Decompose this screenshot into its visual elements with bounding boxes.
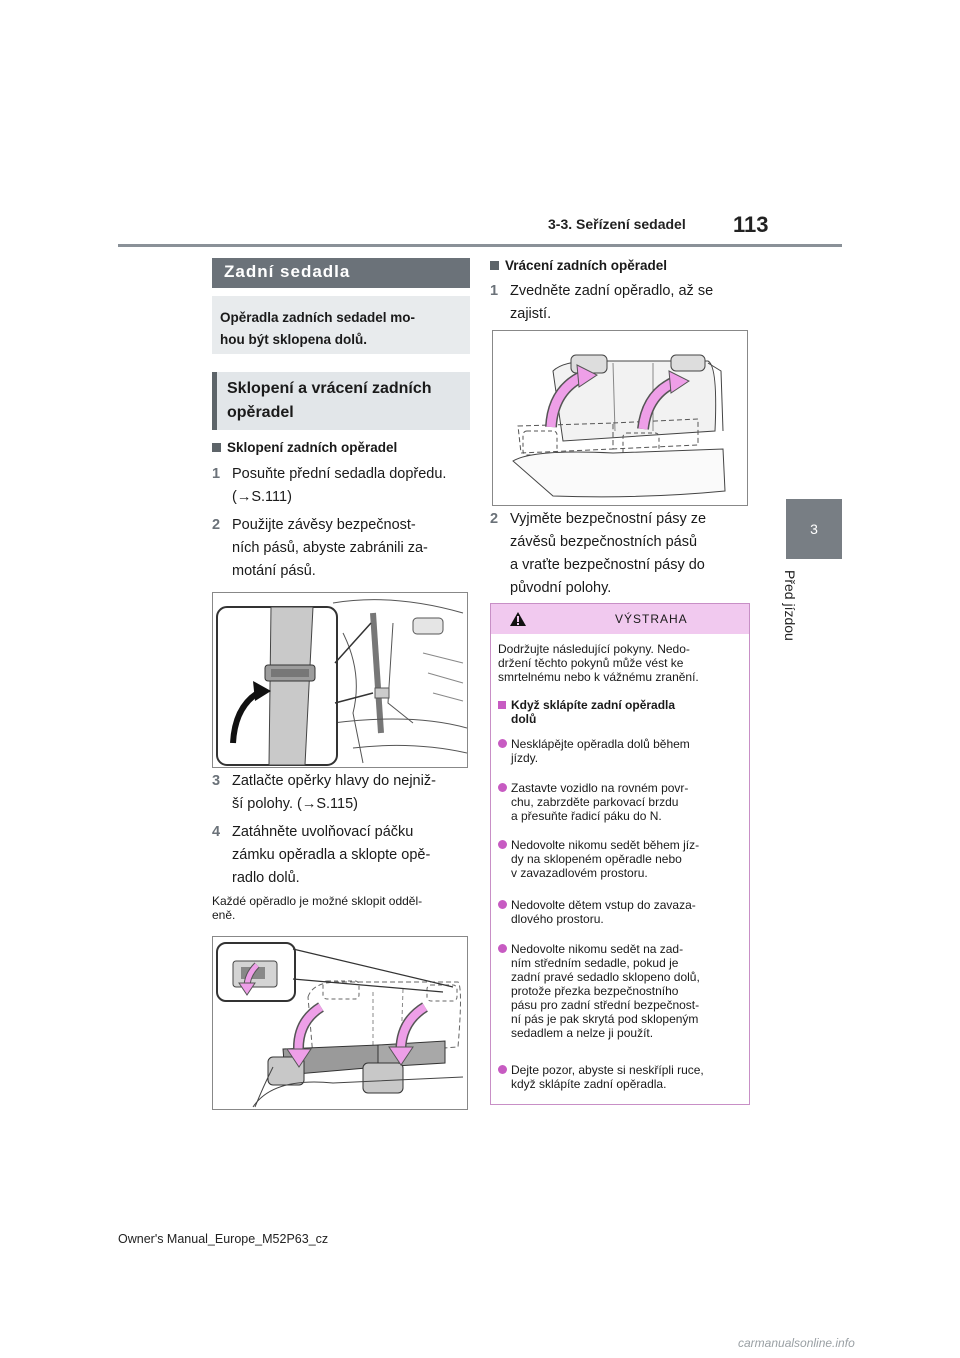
step-3: 3 Zatlačte opěrky hlavy do nejniž- ší po… bbox=[212, 773, 436, 812]
return-step-2: 2 Vyjměte bezpečnostní pásy ze závěsů be… bbox=[490, 511, 707, 596]
warning-bullet: Nedovolte dětem vstup do zavaza- dlového… bbox=[498, 898, 738, 926]
chapter-tab: 3 bbox=[786, 499, 842, 559]
warning-bullet: Dejte pozor, abyste si neskřípli ruce, k… bbox=[498, 1063, 738, 1091]
warning-bullet: Nesklápějte opěradla dolů během jízdy. bbox=[498, 737, 738, 765]
warning-triangle-icon bbox=[510, 612, 526, 626]
fold-note: Každé opěradlo je možné sklopit odděl- e… bbox=[212, 894, 423, 922]
footer-doc-id: Owner's Manual_Europe_M52P63_cz bbox=[118, 1232, 329, 1246]
subsection-title-line: opěradel bbox=[227, 404, 294, 421]
page-number: 113 bbox=[733, 212, 769, 237]
intro-line: Opěradla zadních sedadel mo- bbox=[220, 310, 416, 325]
warning-bullet: Nedovolte nikomu sedět na zad- ním střed… bbox=[498, 942, 738, 1040]
warning-bullet: Nedovolte nikomu sedět během jíz- dy na … bbox=[498, 838, 738, 880]
intro-line: hou být sklopena dolů. bbox=[220, 332, 368, 347]
intro-box: Opěradla zadních sedadel mo- hou být skl… bbox=[212, 296, 470, 354]
section-title: Zadní sedadla bbox=[212, 258, 470, 288]
return-heading: Vrácení zadních opěradel bbox=[490, 258, 667, 273]
warning-bullet: Zastavte vozidlo na rovném povr- chu, za… bbox=[498, 781, 738, 823]
return-step-1: 1 Zvedněte zadní opěradlo, až se zajistí… bbox=[490, 283, 714, 322]
subsection-title-line: Sklopení a vrácení zadních bbox=[227, 380, 432, 397]
warning-subheading: Když sklápíte zadní opěradla dolů bbox=[498, 698, 738, 726]
warning-title: VÝSTRAHA bbox=[615, 612, 688, 626]
warning-box: VÝSTRAHA Dodržujte následující pokyny. N… bbox=[490, 603, 750, 1105]
header-rule bbox=[118, 244, 842, 247]
step-1: 1 Posuňte přední sedadla dopředu. (→S.11… bbox=[212, 466, 447, 505]
step-2: 2 Použijte závěsy bezpečnost- ních pásů,… bbox=[212, 517, 428, 579]
return-seatback-illustration bbox=[492, 330, 748, 506]
subsection-title: Sklopení a vrácení zadních opěradel bbox=[212, 372, 470, 430]
chapter-label: Před jízdou bbox=[782, 570, 798, 641]
fold-seatback-illustration bbox=[212, 936, 468, 1110]
belt-hanger-illustration bbox=[212, 592, 468, 768]
step-4: 4 Zatáhněte uvolňovací páčku zámku opěra… bbox=[212, 824, 431, 886]
warning-intro: Dodržujte následující pokyny. Nedo- drže… bbox=[498, 642, 699, 684]
warning-header: VÝSTRAHA bbox=[491, 604, 749, 634]
running-header-section: 3-3. Seřízení sedadel bbox=[548, 216, 686, 232]
watermark: carmanualsonline.info bbox=[738, 1336, 855, 1350]
fold-heading: Sklopení zadních opěradel bbox=[212, 440, 397, 455]
